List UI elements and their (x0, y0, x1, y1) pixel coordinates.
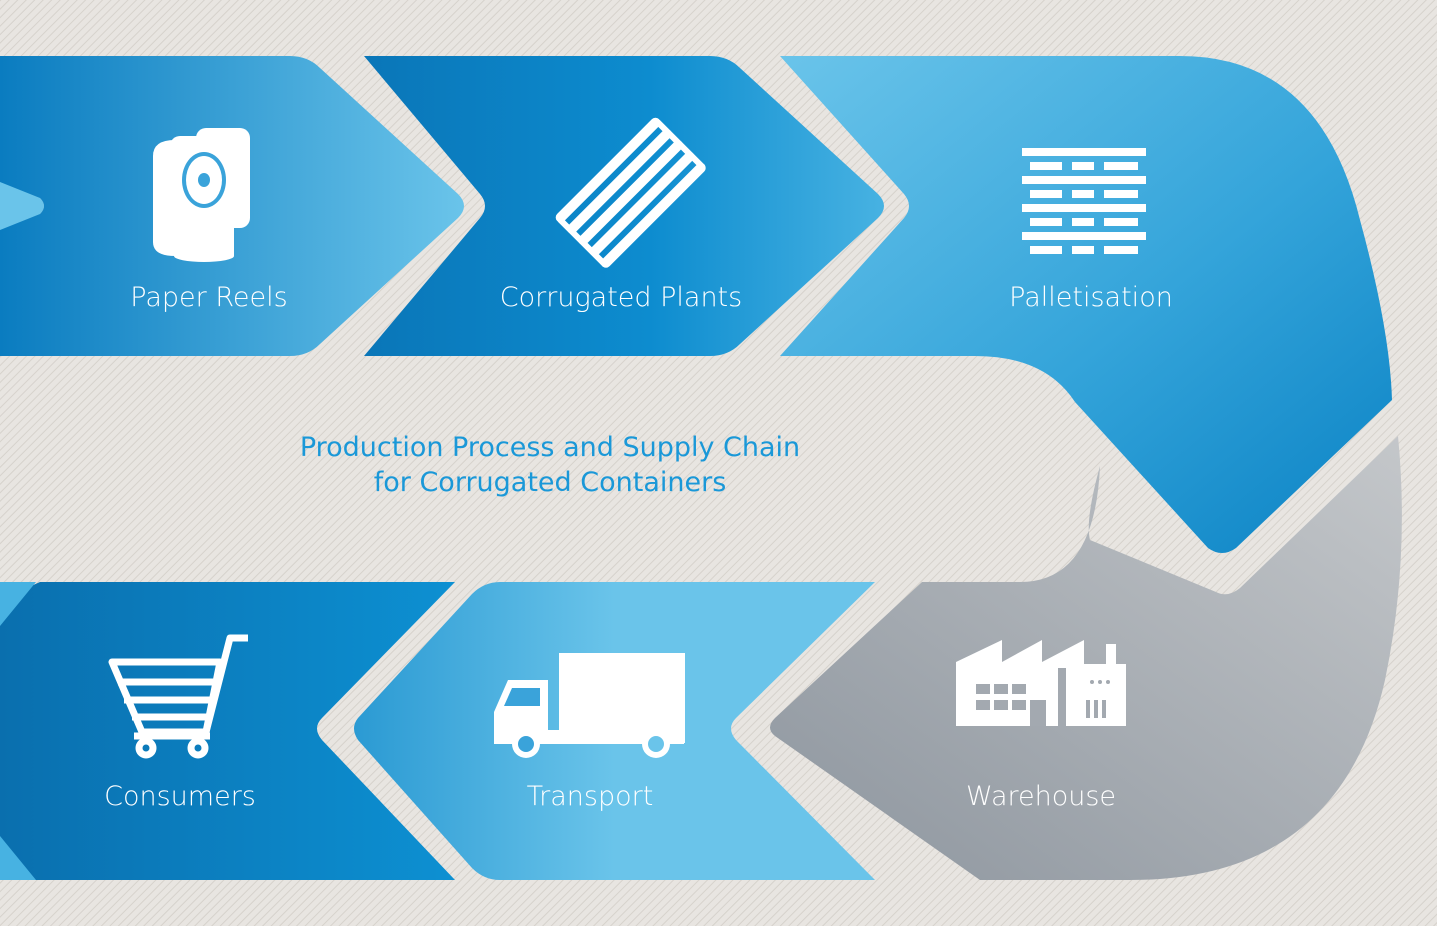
shopping-cart-icon (108, 634, 248, 759)
diagram-title-line-1: Production Process and Supply Chain (300, 432, 800, 463)
step-label-paper-reels: Paper Reels (130, 282, 287, 313)
chevron-partial-bottom-left (0, 582, 36, 880)
paper-reels-icon (153, 128, 250, 262)
chevron-consumers (0, 582, 455, 880)
warehouse-icon (956, 640, 1126, 726)
diagram-title-line-2: for Corrugated Containers (374, 467, 727, 498)
curve-palletisation (780, 56, 1392, 553)
truck-icon (494, 653, 685, 758)
step-label-consumers: Consumers (104, 781, 256, 812)
step-label-warehouse: Warehouse (966, 781, 1116, 812)
curve-warehouse (770, 436, 1402, 880)
pallet-icon (1022, 148, 1146, 254)
step-label-palletisation: Palletisation (1009, 282, 1173, 313)
corrugated-sheet-icon (555, 117, 706, 268)
step-label-transport: Transport (527, 781, 654, 812)
step-label-corrugated-plants: Corrugated Plants (500, 282, 742, 313)
